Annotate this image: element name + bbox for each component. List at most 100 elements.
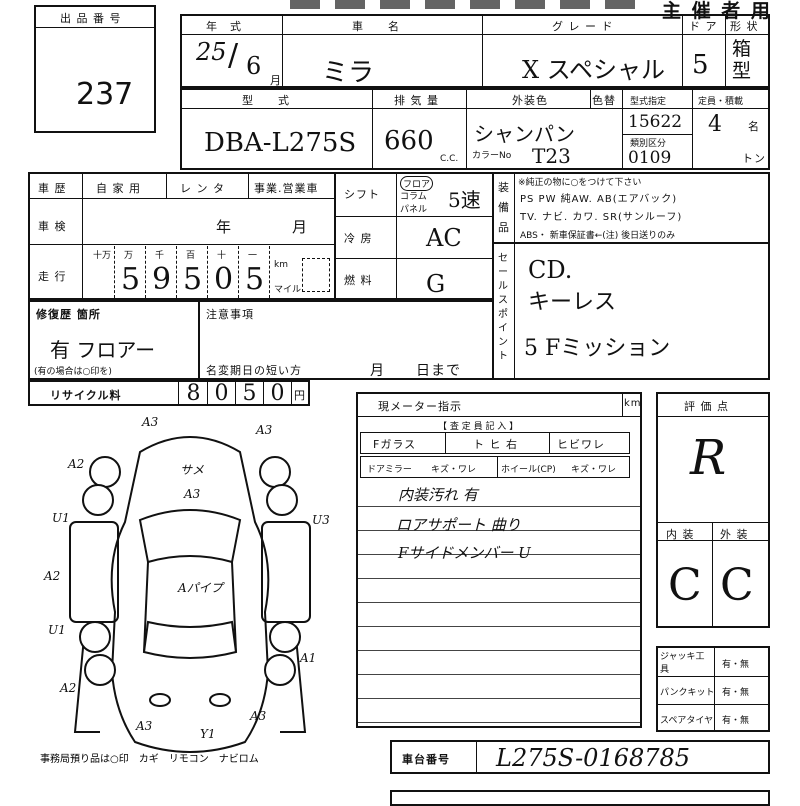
odometer-digit-value: 5 xyxy=(245,262,265,297)
grade-value: R xyxy=(690,430,727,486)
sales-line3: 5 Fミッション xyxy=(524,336,671,361)
glass-row: Fガラス ト ヒ 右 ヒビワレ xyxy=(360,432,630,454)
bottom-strip xyxy=(390,790,770,806)
name-change-month: 月 xyxy=(370,363,385,379)
mile-checkbox[interactable] xyxy=(302,258,330,292)
color-value: シャンパン xyxy=(474,122,575,146)
inspector-label: 【 査 定 員 記 入 】 xyxy=(438,422,519,432)
equipment-line2: TV. ナビ. カワ. SR(サンルーフ) xyxy=(520,212,683,223)
note-line xyxy=(358,602,640,603)
interior-label: 内 装 xyxy=(666,528,695,541)
note-line xyxy=(358,674,640,675)
caution-box: 注意事項 名変期日の短い方 月 日まで xyxy=(198,300,494,380)
km-unit: km xyxy=(274,260,288,270)
spare-yn[interactable]: 有・無 xyxy=(722,716,750,726)
model-label: 型 式 xyxy=(242,94,290,107)
odometer-digit-value: 9 xyxy=(152,262,172,297)
form-title: 主 催 者 用 xyxy=(662,0,772,22)
note-line xyxy=(358,626,640,627)
shift-option-panel: パネル xyxy=(400,205,428,215)
car-outline xyxy=(110,436,270,753)
recycle-unit: 円 xyxy=(294,389,306,402)
note-line xyxy=(358,530,640,531)
fuel-value: G xyxy=(426,270,446,298)
jack-yn[interactable]: 有・無 xyxy=(722,660,750,670)
model-table: 型 式 排 気 量 外装色 色替 型式指定 定員・積載 DBA-L275S 66… xyxy=(180,88,770,170)
exterior-value: C xyxy=(720,560,754,611)
lot-box: 出 品 番 号 237 xyxy=(34,5,156,133)
odometer-digit-label: 万 xyxy=(124,251,134,261)
damage-mark: U3 xyxy=(312,513,330,527)
grade-label: 評 価 点 xyxy=(684,400,729,413)
mile-unit: マイル xyxy=(274,285,302,295)
equipment-note: ※純正の物に○をつけて下さい xyxy=(518,178,642,188)
type-value: 15622 xyxy=(628,112,683,132)
mirror-row: ドアミラー キズ・ワレ ホイール(CP) キズ・ワレ xyxy=(360,456,630,478)
grade-value: X スペシャル xyxy=(522,56,666,84)
damage-mark: A2 xyxy=(67,457,84,471)
damage-mark: A1 xyxy=(299,651,316,665)
car-name: ミラ xyxy=(322,58,375,88)
history-private: 自 家 用 xyxy=(96,182,141,195)
model-value: DBA-L275S xyxy=(204,128,357,158)
history-business: 事業.営業車 xyxy=(254,182,319,195)
equipment-label: 装備品 xyxy=(498,181,510,234)
class-value: 0109 xyxy=(628,148,672,168)
recycle-digit: 0 xyxy=(264,382,292,406)
odometer-digit-value: 0 xyxy=(214,262,234,297)
year-label: 年 式 xyxy=(206,20,242,33)
shift-option-column: コラム xyxy=(400,192,427,202)
shift-option-floor: フロア xyxy=(400,176,434,191)
equipment-line3: ABS・ 新車保証書←(注) 後日送りのみ xyxy=(520,231,676,241)
puncture-label: パンクキット xyxy=(660,688,715,698)
puncture-yn[interactable]: 有・無 xyxy=(722,688,750,698)
doors-value: 5 xyxy=(692,50,709,80)
damage-mark: A2 xyxy=(59,681,76,695)
chassis-box: 車台番号 L275S-0168785 xyxy=(390,740,770,774)
shaken-month-unit: 月 xyxy=(292,218,309,236)
repair-hint: (有の場合は○印を) xyxy=(34,367,112,377)
color-no-value: T23 xyxy=(532,144,571,168)
class-label: 類別区分 xyxy=(630,139,667,149)
note-line xyxy=(358,698,640,699)
caution-label: 注意事項 xyxy=(206,308,254,321)
note-line xyxy=(358,650,640,651)
glass-value: ト ヒ 右 xyxy=(473,438,518,451)
damage-mark: サメ xyxy=(180,463,204,477)
damage-mark: A3 xyxy=(249,709,267,723)
note-line xyxy=(358,722,640,723)
front-left-tire xyxy=(89,456,121,488)
odometer-digit: 十万 xyxy=(84,246,115,298)
glass-crack: ヒビワレ xyxy=(557,438,605,451)
color-exchange-label: 色替 xyxy=(592,94,616,107)
repair-label: 修復歴 箇所 xyxy=(36,308,101,321)
name-label: 車 名 xyxy=(352,20,400,33)
rear-window xyxy=(142,620,238,659)
note-line xyxy=(358,506,640,507)
note-3: Fサイドメンバー U xyxy=(398,544,531,562)
interior-value: C xyxy=(668,560,702,611)
equipment-line1: PS PW 純AW. AB(エアバック) xyxy=(520,194,678,205)
tools-box: ジャッキ工具 パンクキット スペアタイヤ 有・無 有・無 有・無 xyxy=(656,646,770,732)
grade-box: 評 価 点 R 内 装 外 装 C C xyxy=(656,392,770,628)
odometer-digit-value: 5 xyxy=(121,262,141,297)
door-label: ド ア xyxy=(689,20,718,33)
month-unit: 月 xyxy=(270,74,282,87)
diagram-footer: 事務局預り品は○印 カギ リモコン ナビロム xyxy=(40,752,259,765)
damage-mark: U1 xyxy=(48,623,66,637)
shaken-label: 車 検 xyxy=(38,220,67,233)
odometer-digit-label: 十万 xyxy=(93,251,112,261)
sales-line2: キーレス xyxy=(528,290,617,315)
sales-box: セールスポイント CD. キーレス 5 Fミッション xyxy=(492,242,770,380)
repair-box: 修復歴 箇所 有 フロアー (有の場合は○印を) xyxy=(28,300,200,380)
note-1: 内装汚れ 有 xyxy=(398,486,478,504)
